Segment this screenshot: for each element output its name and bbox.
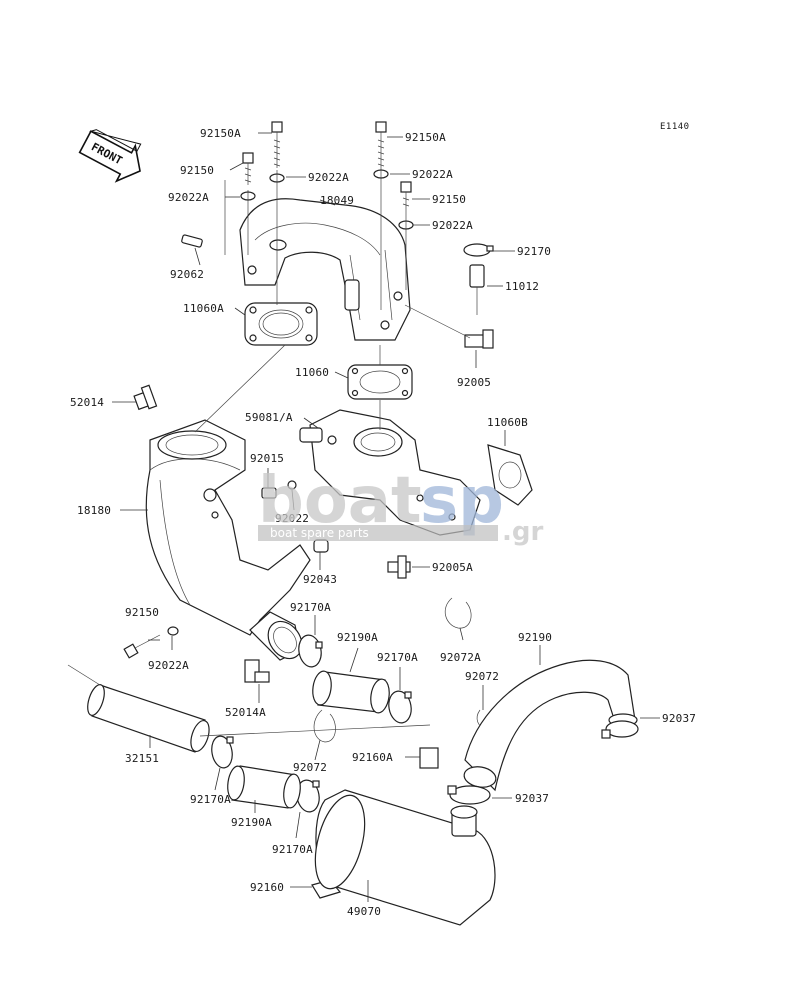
label-92160: 92160 bbox=[250, 881, 284, 894]
front-arrow-icon: FRONT bbox=[78, 129, 142, 183]
tail-pipe-32151 bbox=[87, 684, 210, 753]
watermark-logo: boat sp .gr boat spare parts bbox=[258, 464, 543, 547]
label-92037-right: 92037 bbox=[662, 712, 696, 725]
bolt-92150-right bbox=[400, 181, 412, 212]
label-52014A: 52014A bbox=[225, 706, 266, 719]
label-92022A-bottom: 92022A bbox=[148, 659, 189, 672]
label-92150-left: 92150 bbox=[180, 164, 214, 177]
label-92190: 92190 bbox=[518, 631, 552, 644]
label-92170A-1: 92170A bbox=[290, 601, 331, 614]
label-92022A-left: 92022A bbox=[168, 191, 209, 204]
label-92072-center: 92072 bbox=[293, 761, 327, 774]
label-92150A-right: 92150A bbox=[405, 131, 446, 144]
muffler-49070 bbox=[314, 789, 496, 926]
label-92005: 92005 bbox=[457, 376, 491, 389]
label-11060B: 11060B bbox=[487, 416, 528, 429]
gasket-11060A bbox=[244, 302, 318, 346]
label-92190A-1: 92190A bbox=[337, 631, 378, 644]
label-92170A-4: 92170A bbox=[272, 843, 313, 856]
fitting-11012 bbox=[469, 264, 485, 315]
label-92072-right: 92072 bbox=[465, 670, 499, 683]
outlet-neck bbox=[249, 611, 303, 661]
label-59081-A: 59081/A bbox=[245, 411, 293, 424]
label-92170: 92170 bbox=[517, 245, 551, 258]
ring-92072-center bbox=[313, 709, 336, 743]
clamp-92170A-1 bbox=[298, 634, 323, 668]
label-52014: 52014 bbox=[70, 396, 104, 409]
label-11012: 11012 bbox=[505, 280, 539, 293]
clamp-92170 bbox=[463, 243, 494, 257]
label-92170A-2: 92170A bbox=[377, 651, 418, 664]
label-92022: 92022 bbox=[275, 512, 309, 525]
label-92022A-center: 92022A bbox=[308, 171, 349, 184]
bolt-92150-bottom bbox=[123, 626, 179, 659]
label-18180: 18180 bbox=[77, 504, 111, 517]
label-92043: 92043 bbox=[303, 573, 337, 586]
label-92150-right: 92150 bbox=[432, 193, 466, 206]
label-92170A-3: 92170A bbox=[190, 793, 231, 806]
elbow-52014A bbox=[244, 659, 270, 683]
elbow-92005A bbox=[387, 555, 411, 579]
bolt-92150A-left bbox=[271, 121, 283, 168]
stud-92062 bbox=[181, 234, 203, 248]
clamp-92170A-3 bbox=[211, 735, 234, 769]
gasket-11060B bbox=[487, 444, 533, 506]
hose-92190A-1 bbox=[312, 670, 390, 714]
label-92150-bottom: 92150 bbox=[125, 606, 159, 619]
part-labels: 92150A 92150A 92150 92022A 92022A 92022A… bbox=[70, 127, 696, 918]
label-92150A-left: 92150A bbox=[200, 127, 241, 140]
watermark-suffix: .gr bbox=[502, 517, 543, 547]
bolt-92150A-right bbox=[375, 121, 387, 168]
bolt-92015 bbox=[261, 480, 297, 499]
label-11060A: 11060A bbox=[183, 302, 224, 315]
pad-92160A bbox=[419, 747, 439, 769]
elbow-fitting-92005 bbox=[464, 329, 494, 349]
label-11060: 11060 bbox=[295, 366, 329, 379]
label-92022A-right1: 92022A bbox=[412, 168, 453, 181]
diagram-code: E1140 bbox=[660, 122, 690, 132]
label-92062: 92062 bbox=[170, 268, 204, 281]
gasket-11060 bbox=[347, 364, 413, 400]
label-18049: 18049 bbox=[320, 194, 354, 207]
label-92072A: 92072A bbox=[440, 651, 481, 664]
ring-92072A bbox=[444, 597, 472, 629]
label-49070: 49070 bbox=[347, 905, 381, 918]
collar-92043 bbox=[313, 539, 329, 553]
elbow-52014 bbox=[133, 384, 158, 411]
clamp-92037-right bbox=[601, 720, 639, 739]
exhaust-manifold-18049 bbox=[239, 198, 411, 341]
bolt-92150-left bbox=[242, 152, 254, 185]
hose-92190A-2 bbox=[227, 765, 301, 809]
clamp-92170A-2 bbox=[388, 690, 412, 724]
water-jacket-59081 bbox=[299, 409, 481, 536]
clamp-92037-bottom bbox=[447, 785, 491, 805]
label-32151: 32151 bbox=[125, 752, 159, 765]
exhaust-pipe-18180 bbox=[145, 419, 311, 636]
label-92005A: 92005A bbox=[432, 561, 473, 574]
watermark-tagline: boat spare parts bbox=[270, 526, 369, 540]
label-92015: 92015 bbox=[250, 452, 284, 465]
label-92037-bottom: 92037 bbox=[515, 792, 549, 805]
leader-lines bbox=[67, 132, 660, 902]
label-92160A: 92160A bbox=[352, 751, 393, 764]
label-92190A-2: 92190A bbox=[231, 816, 272, 829]
label-92022A-right2: 92022A bbox=[432, 219, 473, 232]
